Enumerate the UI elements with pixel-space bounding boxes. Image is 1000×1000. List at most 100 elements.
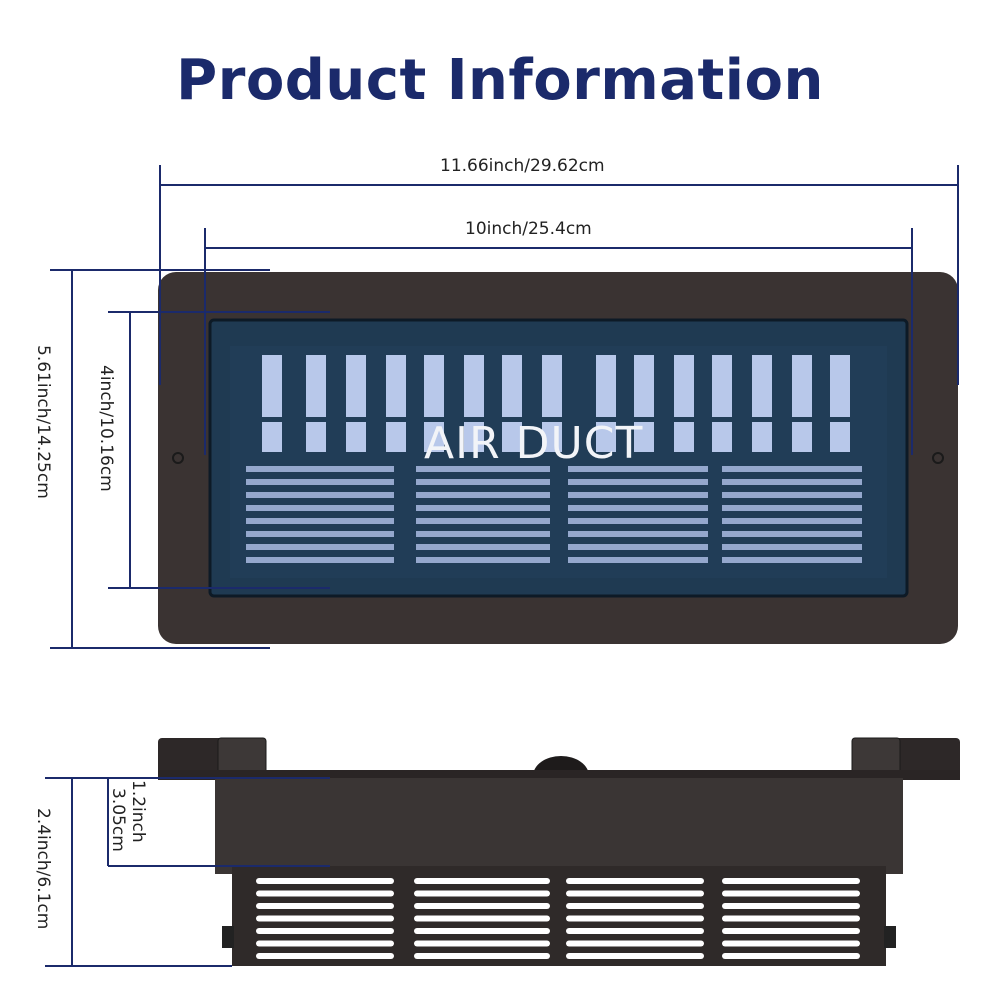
grille-slot-upper <box>542 355 562 417</box>
side-vent-slot <box>566 940 704 947</box>
side-vent-slot <box>256 953 394 959</box>
grille-louver <box>246 531 394 537</box>
grille-louver <box>722 544 862 550</box>
page-title: Product Information <box>176 48 824 113</box>
side-vent-slot <box>256 940 394 947</box>
grille-slot-upper <box>596 355 616 417</box>
grille-slot-upper <box>752 355 772 417</box>
side-vent-slot <box>256 878 394 884</box>
side-vent-slot <box>566 915 704 922</box>
grille-louver <box>722 531 862 537</box>
grille-louver <box>568 492 708 498</box>
grille-slot-upper <box>424 355 444 417</box>
grille-slot-upper <box>464 355 484 417</box>
grille-louver <box>568 479 708 485</box>
grille-slot-upper <box>712 355 732 417</box>
grille-louver <box>246 544 394 550</box>
grille-louver <box>416 492 550 498</box>
grille-slot-upper <box>262 355 282 417</box>
side-vent-slot <box>722 928 860 934</box>
grille-slot-mid <box>262 422 282 452</box>
side-vent-slot <box>414 940 550 947</box>
grille-slot-mid <box>306 422 326 452</box>
side-vent-slot <box>256 890 394 897</box>
grille-slot-mid <box>712 422 732 452</box>
side-slots <box>256 878 860 959</box>
grille-louver <box>722 505 862 511</box>
grille-louver <box>722 492 862 498</box>
side-vent-slot <box>722 940 860 947</box>
air-duct-label: AIR DUCT <box>424 418 644 469</box>
side-vent-slot <box>414 915 550 922</box>
side-vent-slot <box>722 953 860 959</box>
grille-slot-mid <box>346 422 366 452</box>
side-vent-slot <box>414 890 550 897</box>
grille-louver <box>722 479 862 485</box>
grille-louver <box>416 531 550 537</box>
side-vent-slot <box>566 928 704 934</box>
opening-width-label: 10inch/25.4cm <box>465 219 592 239</box>
grille-slot-mid <box>464 422 484 452</box>
grille-slot-upper <box>306 355 326 417</box>
side-clip-left <box>222 926 234 948</box>
overall-height-label: 5.61inch/14.25cm <box>33 345 53 499</box>
grille-slot-mid <box>792 422 812 452</box>
grille-louver <box>722 557 862 563</box>
side-vent-slot <box>566 953 704 959</box>
grille-louver <box>416 518 550 524</box>
grille-slot-upper <box>502 355 522 417</box>
grille-louver <box>722 466 862 472</box>
grille-slot-mid <box>674 422 694 452</box>
side-vent-slot <box>414 878 550 884</box>
side-vent-slot <box>414 928 550 934</box>
grille-louver <box>246 518 394 524</box>
grille-slot-mid <box>752 422 772 452</box>
total-depth-label: 2.4inch/6.1cm <box>33 808 53 930</box>
grille-louver <box>246 557 394 563</box>
grille-slot-mid <box>424 422 444 452</box>
side-vent-slot <box>256 928 394 934</box>
side-vent-slot <box>566 903 704 909</box>
screw-hole-left <box>172 452 184 464</box>
grille-louver <box>568 557 708 563</box>
side-vent-slot <box>722 915 860 922</box>
grille-slot-upper <box>386 355 406 417</box>
side-vent-slot <box>414 953 550 959</box>
grille-louver <box>246 479 394 485</box>
side-vent-slot <box>256 903 394 909</box>
grille-louver <box>416 466 550 472</box>
screw-hole-right <box>932 452 944 464</box>
side-vent-slot <box>722 890 860 897</box>
grille-slot-mid <box>502 422 522 452</box>
grille-louver <box>246 505 394 511</box>
grille-louver <box>722 518 862 524</box>
grille-louver <box>416 479 550 485</box>
grille-slot-mid <box>386 422 406 452</box>
grille-slot-mid <box>830 422 850 452</box>
grille-louver <box>416 557 550 563</box>
upper-depth-inch-label: 1.2inch <box>128 780 148 843</box>
grille-louver <box>568 531 708 537</box>
grille-louver <box>568 544 708 550</box>
side-upper-body <box>215 778 903 874</box>
grille-louver <box>246 492 394 498</box>
grille-louver <box>568 466 708 472</box>
grille-louver <box>416 505 550 511</box>
side-vent-slot <box>566 878 704 884</box>
grille-louver <box>416 544 550 550</box>
grille-slot-upper <box>346 355 366 417</box>
side-flange-plate <box>158 770 960 780</box>
upper-depth-cm-label: 3.05cm <box>108 788 128 852</box>
grille-louvers <box>246 466 862 563</box>
grille-louver <box>246 466 394 472</box>
opening-height-label: 4inch/10.16cm <box>96 365 116 492</box>
side-vent-slot <box>256 915 394 922</box>
grille-slot-upper <box>634 355 654 417</box>
grille-louver <box>568 518 708 524</box>
grille-slot-upper <box>830 355 850 417</box>
side-vent-slot <box>414 903 550 909</box>
grille-slot-mid <box>542 422 562 452</box>
side-vent-slot <box>722 878 860 884</box>
grille-louver <box>568 505 708 511</box>
